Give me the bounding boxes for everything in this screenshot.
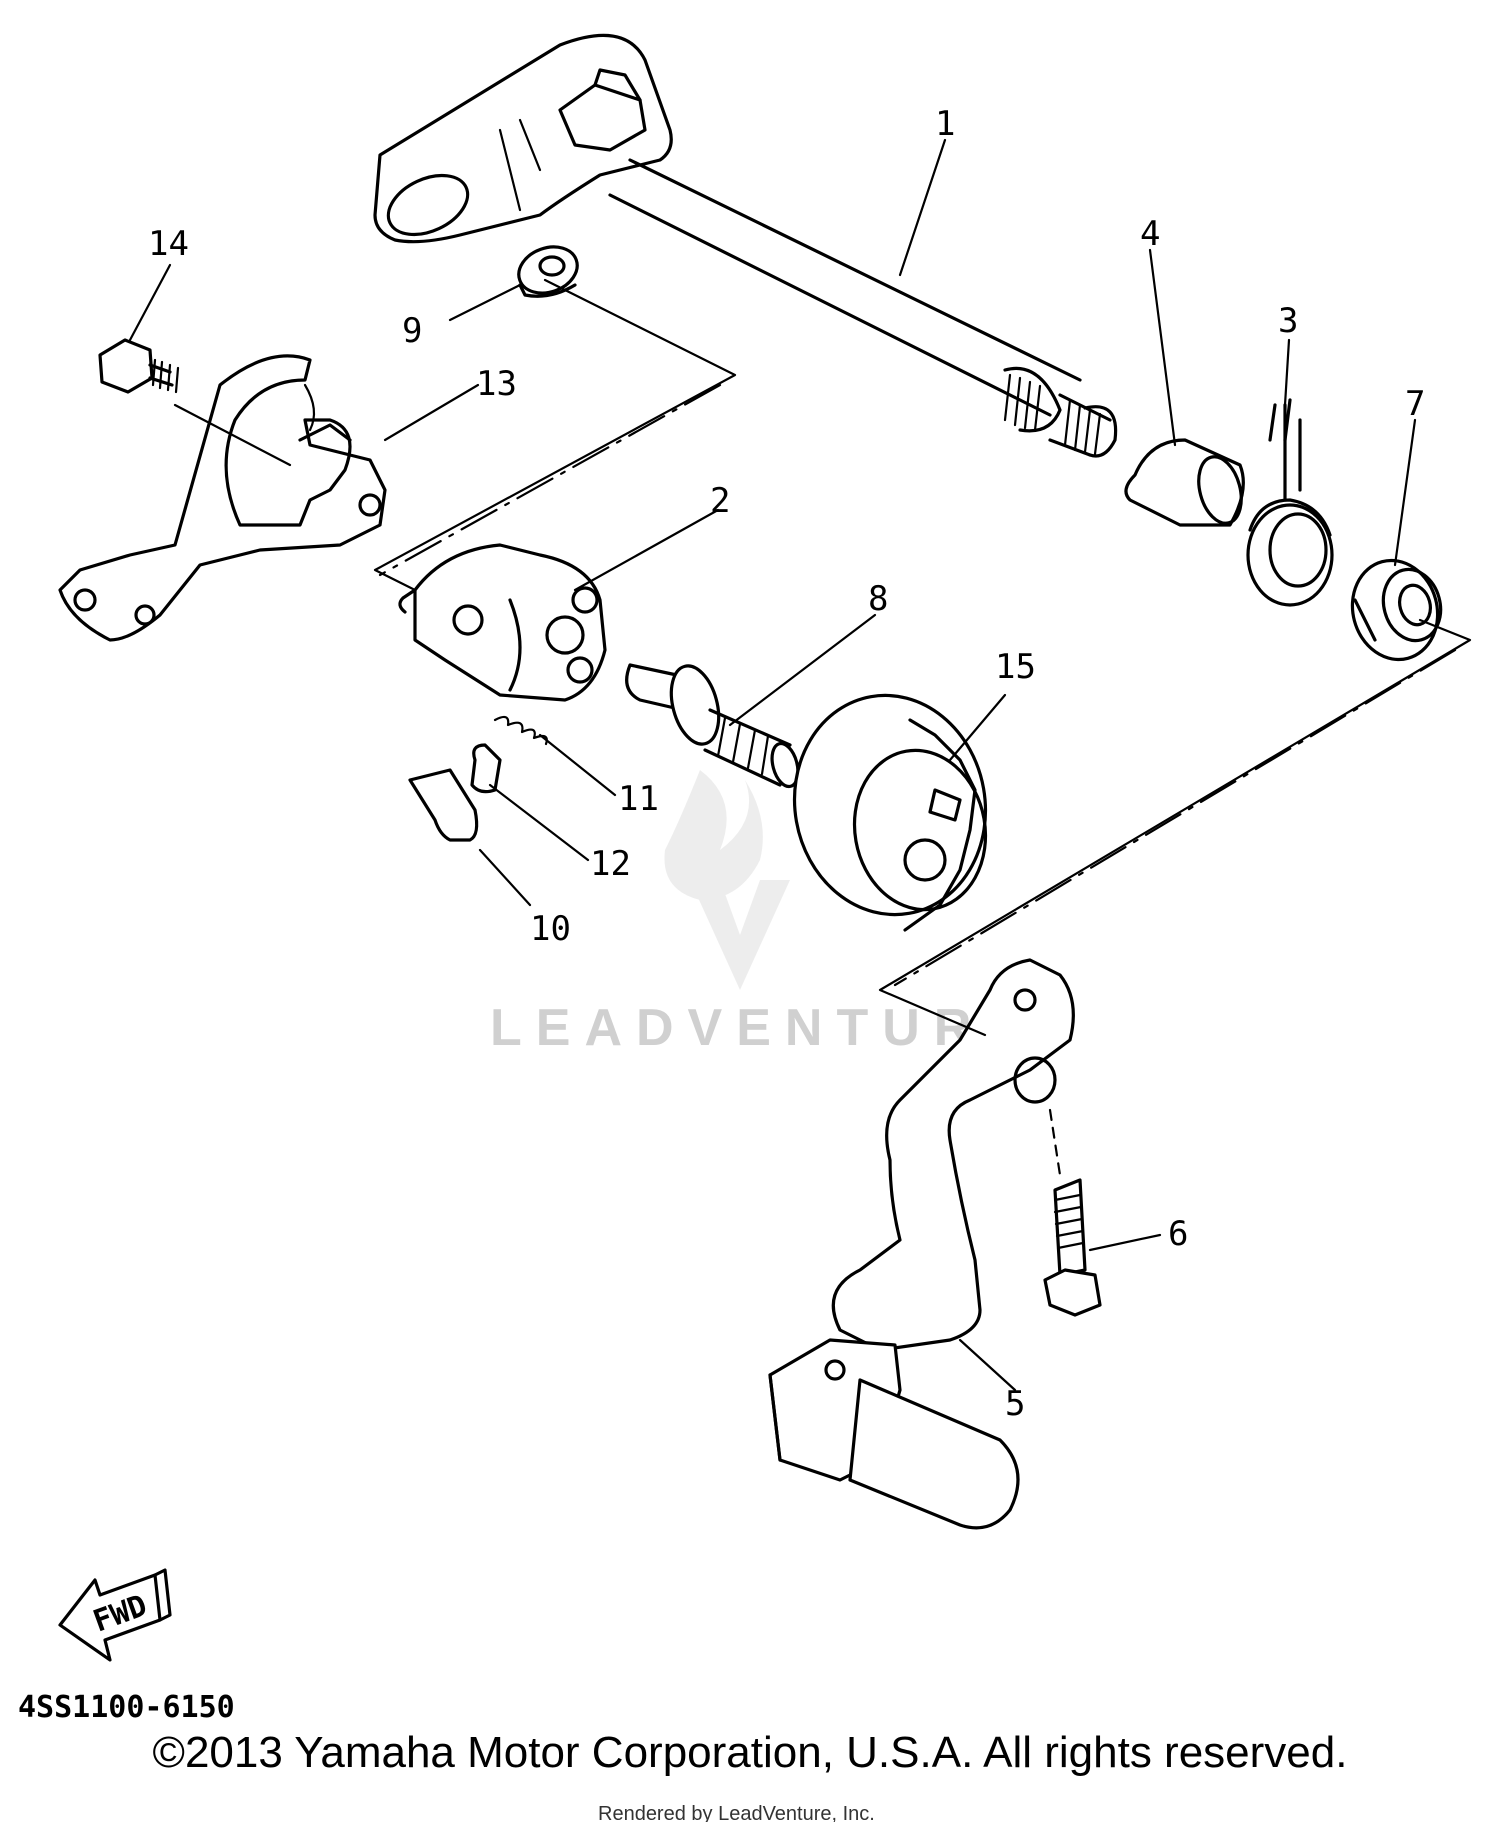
callout-11: 11 [618, 779, 659, 819]
assembly-guide-lines [173, 278, 1472, 1177]
part-13-stopper-plate [58, 354, 387, 642]
copyright-footer: ©2013 Yamaha Motor Corporation, U.S.A. A… [152, 1728, 1348, 1777]
part-7-oil-seal [1350, 558, 1443, 662]
forward-direction-arrow: FWD [58, 1568, 172, 1662]
part-1-shift-shaft [373, 33, 1118, 458]
part-9-washer [517, 245, 579, 298]
callout-9: 9 [402, 311, 422, 351]
callout-10: 10 [530, 909, 571, 949]
part-5-shift-pedal [768, 958, 1075, 1530]
callout-5: 5 [1005, 1384, 1025, 1424]
callout-1: 1 [935, 104, 955, 144]
callout-13: 13 [476, 364, 517, 404]
rendered-by-watermark: Rendered by LeadVenture, Inc. [598, 1803, 875, 1822]
part-15-stopper-wheel [792, 693, 988, 932]
part-2-shift-segment [398, 543, 607, 702]
diagram-part-code: 4SS1100-6150 [18, 1690, 235, 1725]
callout-4: 4 [1140, 214, 1160, 254]
part-6-pedal-bolt [1043, 1178, 1102, 1317]
watermark-logo [664, 770, 790, 990]
part-11-spring [493, 715, 548, 746]
callout-12: 12 [590, 844, 631, 884]
part-12-pin [470, 743, 502, 794]
callout-15: 15 [995, 647, 1036, 687]
callout-2: 2 [710, 481, 730, 521]
callout-6: 6 [1168, 1214, 1188, 1254]
part-10-roller [408, 768, 479, 842]
callout-14: 14 [148, 224, 189, 264]
part-3-torsion-spring [1246, 398, 1334, 607]
part-8-pivot-bolt [625, 663, 800, 789]
part-14-bolt [98, 338, 180, 394]
part-4-collar [1124, 438, 1245, 527]
leader-lines [128, 138, 1417, 1392]
callout-8: 8 [868, 579, 888, 619]
callout-3: 3 [1278, 301, 1298, 341]
callout-7: 7 [1405, 384, 1425, 424]
watermark-brand: LEADVENTURE [490, 999, 1034, 1057]
